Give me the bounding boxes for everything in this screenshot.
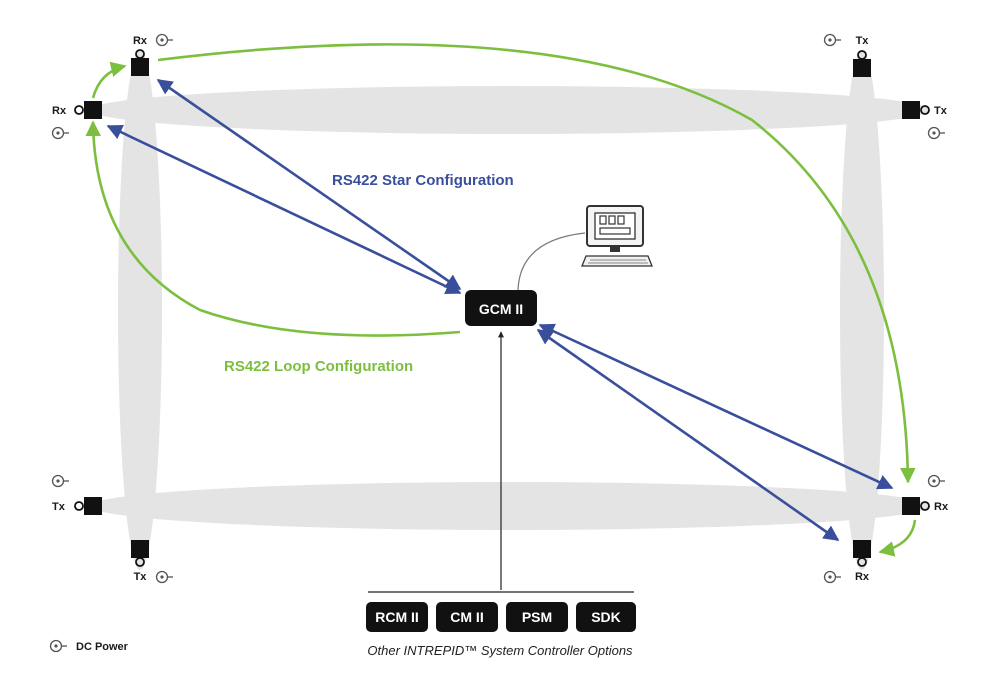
options-row: RCM II CM II PSM SDK Other INTREPID™ Sys… xyxy=(366,602,636,658)
node-tl-left-label: Rx xyxy=(52,105,67,117)
loop-config-label: RS422 Loop Configuration xyxy=(224,358,413,375)
option-rcm[interactable]: RCM II xyxy=(366,602,428,632)
option-sdk[interactable]: SDK xyxy=(576,602,636,632)
star-config-label: RS422 Star Configuration xyxy=(332,172,514,189)
node-bl-bottom-label: Tx xyxy=(134,571,148,583)
power-icon xyxy=(823,570,842,584)
band-top xyxy=(90,86,930,134)
option-label: RCM II xyxy=(375,609,419,625)
node-bl-left[interactable]: Tx xyxy=(51,474,102,516)
legend-label: DC Power xyxy=(76,641,129,653)
node-tr-right[interactable]: Tx xyxy=(902,101,948,140)
option-label: PSM xyxy=(522,609,552,625)
band-left xyxy=(118,50,162,570)
computer-icon xyxy=(517,205,653,291)
loop-arrow-tl xyxy=(91,61,127,99)
node-br-bottom-label: Rx xyxy=(855,571,870,583)
power-icon xyxy=(927,474,946,488)
node-br-bottom[interactable]: Rx xyxy=(823,540,872,584)
star-arrow-br-bottom xyxy=(536,328,840,542)
node-br-right-label: Rx xyxy=(934,501,949,513)
node-br-right[interactable]: Rx xyxy=(902,474,949,516)
option-psm[interactable]: PSM xyxy=(506,602,568,632)
node-tr-right-label: Tx xyxy=(934,105,948,117)
band-right xyxy=(840,50,884,570)
hub-label: GCM II xyxy=(479,301,523,317)
option-cm[interactable]: CM II xyxy=(436,602,498,632)
option-label: CM II xyxy=(450,609,483,625)
node-bl-left-label: Tx xyxy=(52,501,66,513)
node-tl-top[interactable]: Rx xyxy=(131,33,174,77)
node-bl-bottom[interactable]: Tx xyxy=(131,540,174,584)
star-arrow-br-right xyxy=(538,323,894,490)
power-icon xyxy=(51,474,70,488)
power-icon xyxy=(49,639,68,653)
band-bottom xyxy=(90,482,930,530)
node-tl-left[interactable]: Rx xyxy=(51,101,102,140)
option-label: SDK xyxy=(591,609,621,625)
loop-arrow-left xyxy=(85,120,461,337)
node-tl-top-label: Rx xyxy=(133,35,148,47)
power-icon xyxy=(51,126,70,140)
star-arrow-tl-left xyxy=(106,124,462,295)
node-tr-top-label: Tx xyxy=(856,35,870,47)
hub-gcm[interactable]: GCM II xyxy=(465,290,537,326)
options-caption: Other INTREPID™ System Controller Option… xyxy=(367,643,633,658)
power-icon xyxy=(927,126,946,140)
power-icon xyxy=(155,33,174,47)
loop-arrow-br xyxy=(878,519,917,557)
nodes: Rx Rx Tx Tx Tx xyxy=(51,33,949,584)
legend: DC Power xyxy=(49,639,129,653)
power-icon xyxy=(823,33,842,47)
star-arrows xyxy=(106,78,894,542)
power-icon xyxy=(155,570,174,584)
node-tr-top[interactable]: Tx xyxy=(823,33,872,78)
